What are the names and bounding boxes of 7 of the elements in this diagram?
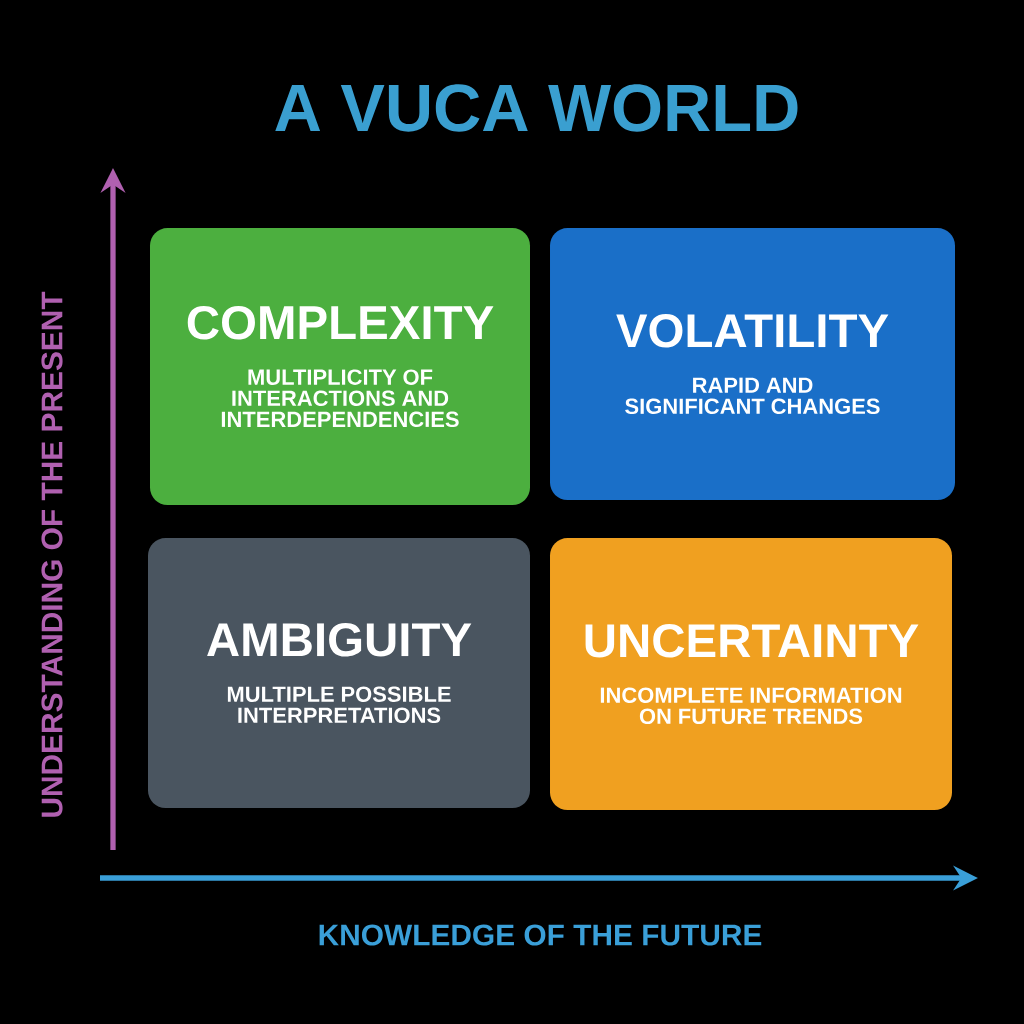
axis-label: KNOWLEDGE OF THE FUTURE <box>319 924 762 946</box>
quadrant-box: UNCERTAINTY INCOMPLETE INFORMATION ON FUTURE TRENDS <box>550 538 952 810</box>
axis-label: UNDERSTANDING OF THE PRESENT <box>41 291 63 817</box>
quadrant-box: AMBIGUITY MULTIPLE POSSIBLE INTERPRETATIONS <box>148 538 530 808</box>
quadrant-box: COMPLEXITY MULTIPLICITY OF INTERACTIONS AND INTERDEPENDENCIES <box>150 228 530 505</box>
title: A VUCA WORLD <box>275 84 798 132</box>
quadrant-box: VOLATILITY RAPID AND SIGNIFICANT CHANGES <box>550 228 955 500</box>
